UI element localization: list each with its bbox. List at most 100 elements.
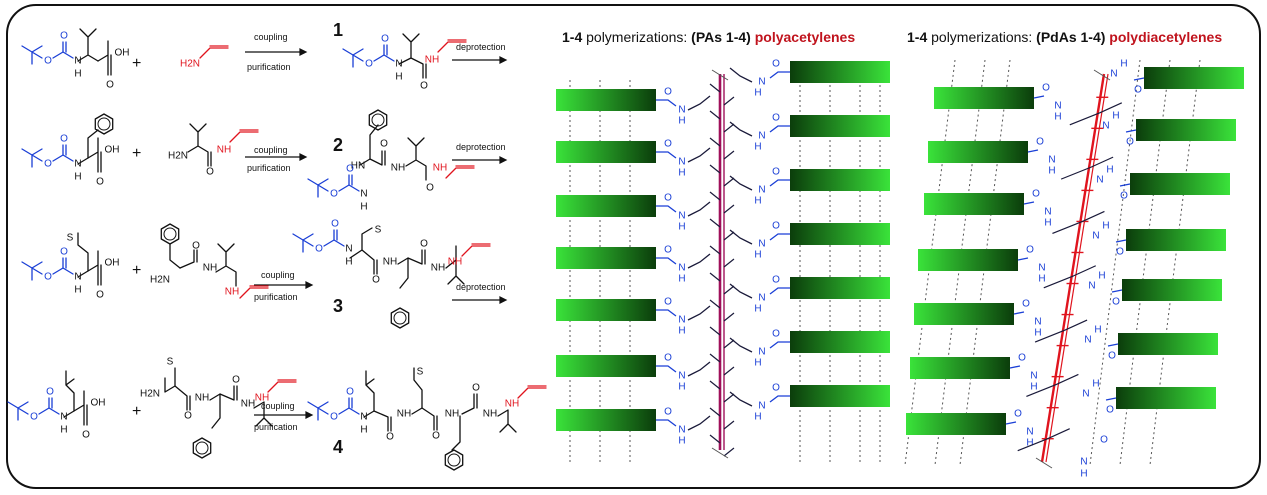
linker-left-hydrogen: H <box>678 274 685 285</box>
backbone-branch <box>1060 156 1114 180</box>
product-1-alkyne <box>437 39 467 53</box>
linker-right-nitrogen: N <box>1082 389 1089 400</box>
reaction-1-deprotection: deprotection <box>456 42 506 52</box>
amide-hydrogen: H <box>395 72 402 83</box>
product-3-nh-2: NH <box>431 263 445 274</box>
linker-left <box>1017 257 1029 261</box>
bond <box>373 410 392 432</box>
pa-title-group: (PAs 1-4) <box>691 29 751 45</box>
compound-number-2: 2 <box>333 135 344 155</box>
linker-right <box>1105 397 1117 401</box>
backbone-branch <box>709 380 735 403</box>
linker-right-hydrogen: H <box>1094 325 1101 336</box>
green-block-left <box>924 193 1024 215</box>
amine-4-oxygen-2: O <box>232 375 240 386</box>
linker-left <box>1013 311 1025 315</box>
green-block-right <box>790 277 890 299</box>
linker-right <box>1111 289 1123 293</box>
bond <box>73 390 88 426</box>
backbone-branch <box>1043 265 1097 289</box>
linker-left-hydrogen: H <box>678 436 685 447</box>
bond <box>62 154 74 162</box>
linker-right-nitrogen: N <box>1110 69 1117 80</box>
linker-right-hydrogen: H <box>754 196 761 207</box>
bond <box>437 39 467 53</box>
bond <box>363 370 375 418</box>
green-block-left <box>934 87 1034 109</box>
linker-right-nitrogen: N <box>1096 175 1103 186</box>
carbonyl-oxygen: O <box>60 31 68 42</box>
bond <box>63 370 75 418</box>
linker-left-oxygen: O <box>664 245 672 256</box>
hydroxyl: OH <box>115 48 130 59</box>
product-2-hn: HN <box>351 161 365 172</box>
linker-right-oxygen: O <box>772 167 780 178</box>
linker-left <box>1005 421 1017 425</box>
ester-oxygen: O <box>365 59 373 70</box>
bond <box>52 144 67 162</box>
product-4-nh-3: NH <box>483 409 497 420</box>
amine-4-oxygen-1: O <box>184 411 192 422</box>
linker-right-oxygen: O <box>1106 405 1114 416</box>
green-block-left <box>556 247 656 269</box>
product-4-nh-2: NH <box>445 409 459 420</box>
linker-left-hydrogen: H <box>678 116 685 127</box>
linker-right-hydrogen: H <box>1106 165 1113 176</box>
linker-left-hydrogen: H <box>678 168 685 179</box>
ester-oxygen: O <box>30 412 38 423</box>
backbone-branch <box>709 137 735 160</box>
linker-right <box>769 233 790 241</box>
linker-right-hydrogen: H <box>1120 59 1127 70</box>
green-block-left <box>556 299 656 321</box>
bond <box>219 385 238 401</box>
linker-right-oxygen: O <box>772 59 780 70</box>
guide-line <box>1089 59 1141 466</box>
pa-title-middle: polymerizations: <box>582 29 692 45</box>
chain-end-mark <box>711 69 729 459</box>
product-2-oxygen-2: O <box>426 183 434 194</box>
green-block-left <box>556 195 656 217</box>
linker-left-nitrogen: N <box>678 371 685 382</box>
backbone-branch <box>709 245 735 268</box>
linker-right <box>769 125 790 133</box>
bond <box>94 113 114 135</box>
linker-right-nitrogen: N <box>758 239 765 250</box>
reaction-1-coupling: coupling <box>254 32 288 42</box>
terminal-hydrogen: H <box>1080 469 1087 480</box>
bond <box>229 129 259 143</box>
plus-sign-4: + <box>132 403 142 420</box>
bond <box>307 178 329 198</box>
bond <box>62 51 74 59</box>
linker-left-chain <box>687 95 711 111</box>
product-3-ring <box>390 307 410 329</box>
linker-left-hydrogen: H <box>1044 218 1051 229</box>
bond <box>7 401 29 421</box>
bond <box>77 28 99 62</box>
linker-right <box>769 341 790 349</box>
linker-left-oxygen: O <box>664 87 672 98</box>
acid-oxygen: O <box>96 177 104 188</box>
linker-left <box>656 309 677 317</box>
aromatic-ring <box>97 117 111 131</box>
amine-3-ring <box>160 223 180 245</box>
linker-left <box>656 419 677 427</box>
aromatic-ring <box>195 441 209 455</box>
bond <box>348 407 360 415</box>
bond <box>349 227 373 259</box>
bond <box>267 379 297 393</box>
amine-3-oxygen: O <box>192 241 200 252</box>
reaction-1-purification: purification <box>247 62 291 72</box>
amide-hydrogen: H <box>74 285 81 296</box>
green-block-right <box>790 61 890 83</box>
linker-left-hydrogen: H <box>1034 328 1041 339</box>
aromatic-ring <box>447 453 461 467</box>
amide-nitrogen: N <box>360 189 367 200</box>
bond <box>411 367 423 415</box>
product-4-nh-1: NH <box>397 409 411 420</box>
reaction-3-coupling: coupling <box>261 270 295 280</box>
linker-left-nitrogen: N <box>1034 317 1041 328</box>
bond <box>21 45 43 65</box>
pda-title-group: (PdAs 1-4) <box>1036 29 1106 45</box>
